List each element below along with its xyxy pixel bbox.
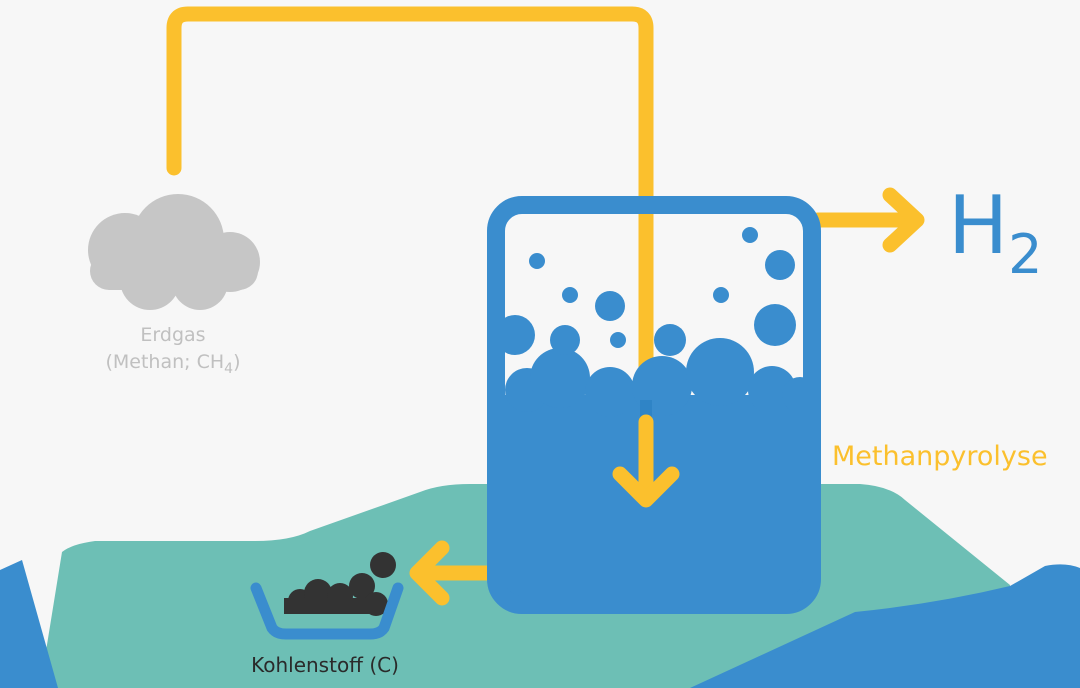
methane-feed-pipe	[166, 6, 654, 488]
cloud-icon	[88, 194, 260, 310]
reactor-tank-icon	[487, 196, 821, 614]
process-label: Methanpyrolyse	[832, 441, 1048, 472]
source-formula: (Methan; CH4)	[105, 351, 240, 377]
blue-hill-right	[690, 564, 1080, 688]
hydrogen-label: H2	[948, 179, 1043, 286]
carbon-output-arrow	[409, 540, 505, 606]
blue-hill-left	[0, 560, 58, 688]
hydrogen-output-arrow	[810, 187, 925, 253]
source-label: Erdgas	[140, 324, 205, 346]
reactor-flow-arrow	[612, 414, 680, 508]
basket-icon	[250, 552, 404, 640]
carbon-label: Kohlenstoff (C)	[251, 653, 399, 677]
